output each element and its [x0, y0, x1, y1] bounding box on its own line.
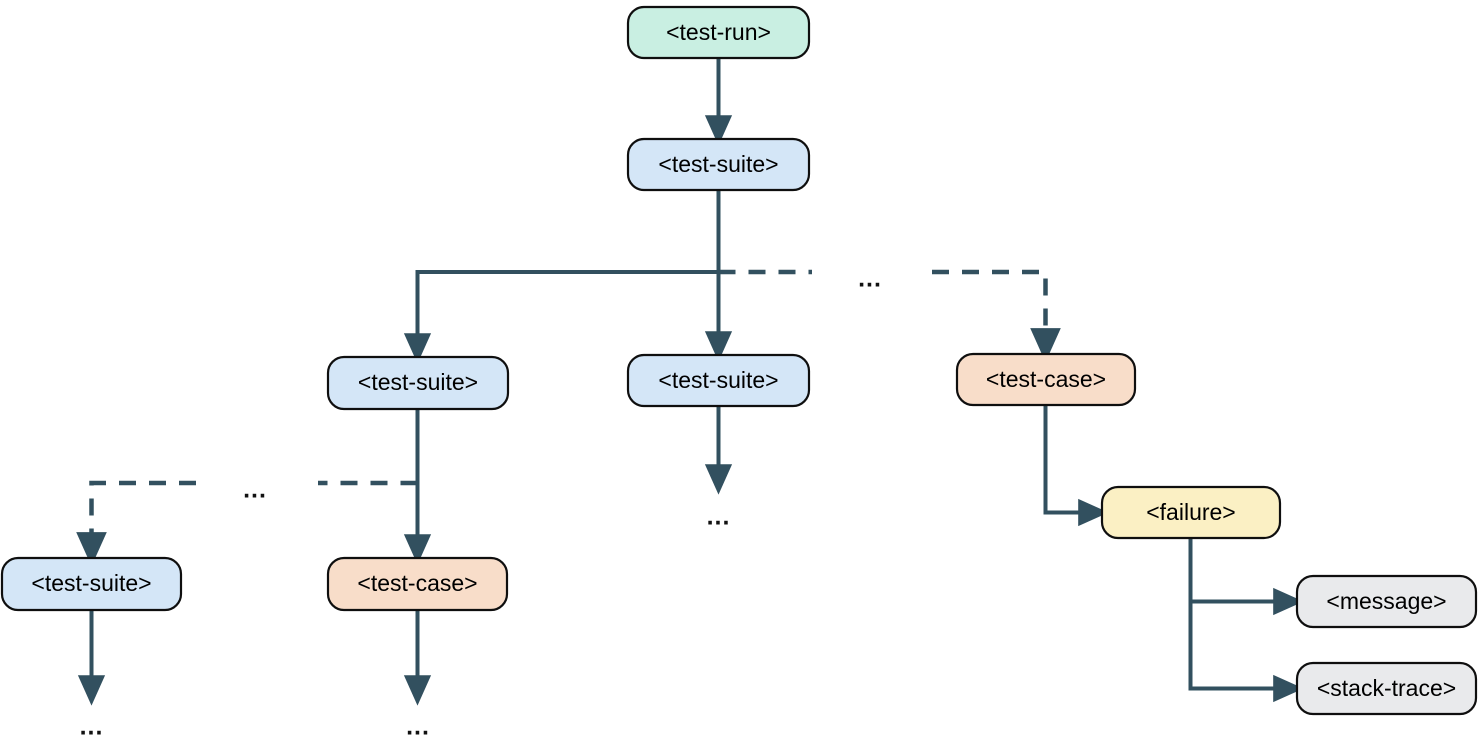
node-test-suite-level2-middle[interactable]: <test-suite>	[626, 353, 811, 408]
edge-left-suite-dashed-left-stub	[76, 480, 196, 567]
ellipsis-middle-left: ...	[243, 476, 267, 504]
node-test-run-shape[interactable]	[626, 5, 811, 60]
node-failure[interactable]: <failure>	[1100, 485, 1282, 540]
node-message[interactable]: <message>	[1295, 574, 1478, 629]
ellipsis-layer: ... ... ... ... ...	[80, 265, 882, 741]
ellipsis-top-right: ...	[858, 265, 882, 293]
node-test-case-level2-right[interactable]: <test-case>	[955, 352, 1137, 407]
node-test-suite-level3-left-shape[interactable]	[0, 556, 183, 612]
edge-failure-to-stack-trace	[1188, 538, 1304, 703]
node-test-suite-level2-left[interactable]: <test-suite>	[326, 355, 510, 411]
node-test-case-level3-middle[interactable]: <test-case>	[326, 556, 509, 612]
ellipsis-under-middle-suite: ...	[707, 503, 731, 531]
edge-test-case-to-failure	[1043, 405, 1109, 527]
edge-branch-dashed-right-stub	[932, 269, 1061, 363]
ellipsis-bottom-left: ...	[80, 713, 104, 741]
ellipsis-bottom-middle: ...	[406, 713, 430, 741]
node-test-case-level3-middle-shape[interactable]	[326, 556, 509, 612]
node-test-suite-level1-shape[interactable]	[626, 137, 811, 192]
node-test-run[interactable]: <test-run>	[626, 5, 811, 60]
edge-branch-left-arm	[403, 270, 719, 364]
node-test-case-level2-right-shape[interactable]	[955, 352, 1137, 407]
node-test-suite-level1[interactable]: <test-suite>	[626, 137, 811, 192]
node-stack-trace[interactable]: <stack-trace>	[1295, 661, 1478, 716]
node-stack-trace-shape[interactable]	[1295, 661, 1478, 716]
edge-layer	[76, 58, 1304, 706]
node-message-shape[interactable]	[1295, 574, 1478, 629]
node-test-suite-level3-left[interactable]: <test-suite>	[0, 556, 183, 612]
edge-failure-to-message	[1188, 538, 1304, 616]
node-test-suite-level2-left-shape[interactable]	[326, 355, 510, 411]
node-failure-shape[interactable]	[1100, 485, 1282, 540]
node-layer: <test-run> <test-suite> <test-suite> <te…	[0, 5, 1478, 716]
node-test-suite-level2-middle-shape[interactable]	[626, 353, 811, 408]
